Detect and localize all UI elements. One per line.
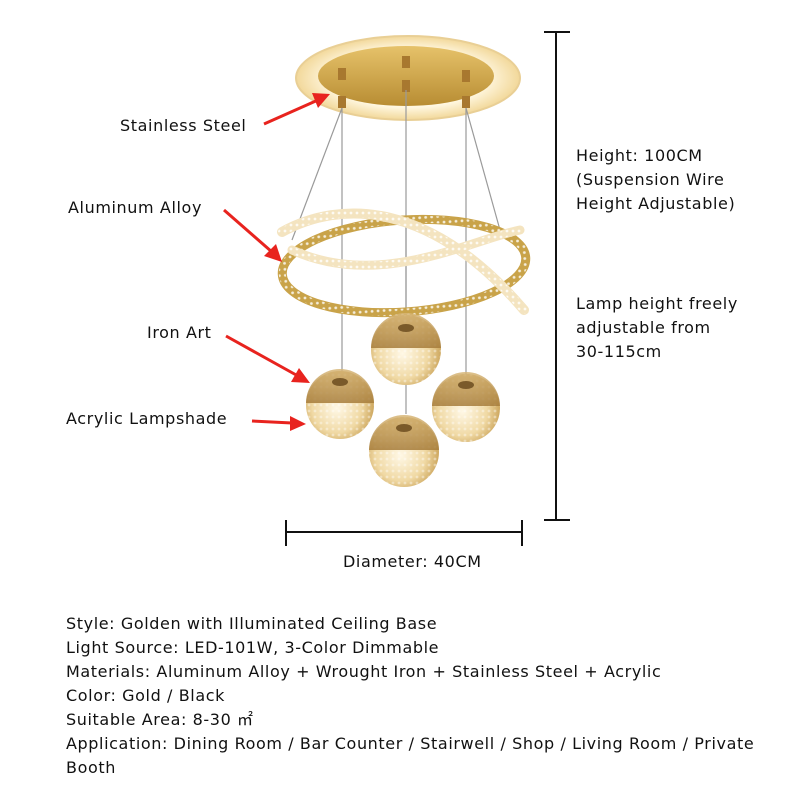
globe-right (432, 372, 500, 442)
globe-bottom (369, 415, 439, 487)
spec-materials: Materials: Aluminum Alloy + Wrought Iron… (66, 662, 662, 681)
spec-light-source: Light Source: LED-101W, 3-Color Dimmable (66, 638, 440, 657)
height-line-3: Height Adjustable) (576, 194, 736, 213)
ceiling-canopy (295, 35, 521, 121)
aluminum-rings (277, 208, 531, 318)
spec-style: Style: Golden with Illuminated Ceiling B… (66, 614, 438, 633)
callout-arrows (223, 93, 330, 431)
height-description: Height: 100CM (Suspension Wire Height Ad… (576, 144, 735, 216)
adjustable-description: Lamp height freely adjustable from 30-11… (576, 292, 738, 364)
globe-top (371, 313, 441, 385)
spec-suitable-area: Suitable Area: 8-30 ㎡ (66, 710, 254, 729)
label-aluminum-alloy: Aluminum Alloy (68, 198, 203, 217)
arrow-acrylic-lampshade (251, 416, 306, 431)
label-iron-art: Iron Art (147, 323, 212, 342)
adjust-line-1: Lamp height freely (576, 294, 738, 313)
arrow-aluminum-alloy (223, 208, 282, 262)
spec-list: Style: Golden with Illuminated Ceiling B… (66, 612, 786, 780)
height-line-1: Height: 100CM (576, 146, 703, 165)
height-dimension-line (544, 31, 570, 521)
label-acrylic-lampshade: Acrylic Lampshade (66, 409, 228, 428)
adjust-line-3: 30-115cm (576, 342, 662, 361)
spec-color: Color: Gold / Black (66, 686, 226, 705)
label-stainless-steel: Stainless Steel (120, 116, 247, 135)
arrow-iron-art (225, 334, 310, 383)
spec-application: Application: Dining Room / Bar Counter /… (66, 734, 755, 777)
globe-left (306, 369, 374, 439)
diameter-label: Diameter: 40CM (343, 552, 482, 571)
chandelier-illustration (223, 31, 570, 546)
diameter-dimension-line (285, 520, 523, 546)
height-line-2: (Suspension Wire (576, 170, 725, 189)
arrow-stainless-steel (263, 93, 330, 126)
adjust-line-2: adjustable from (576, 318, 711, 337)
